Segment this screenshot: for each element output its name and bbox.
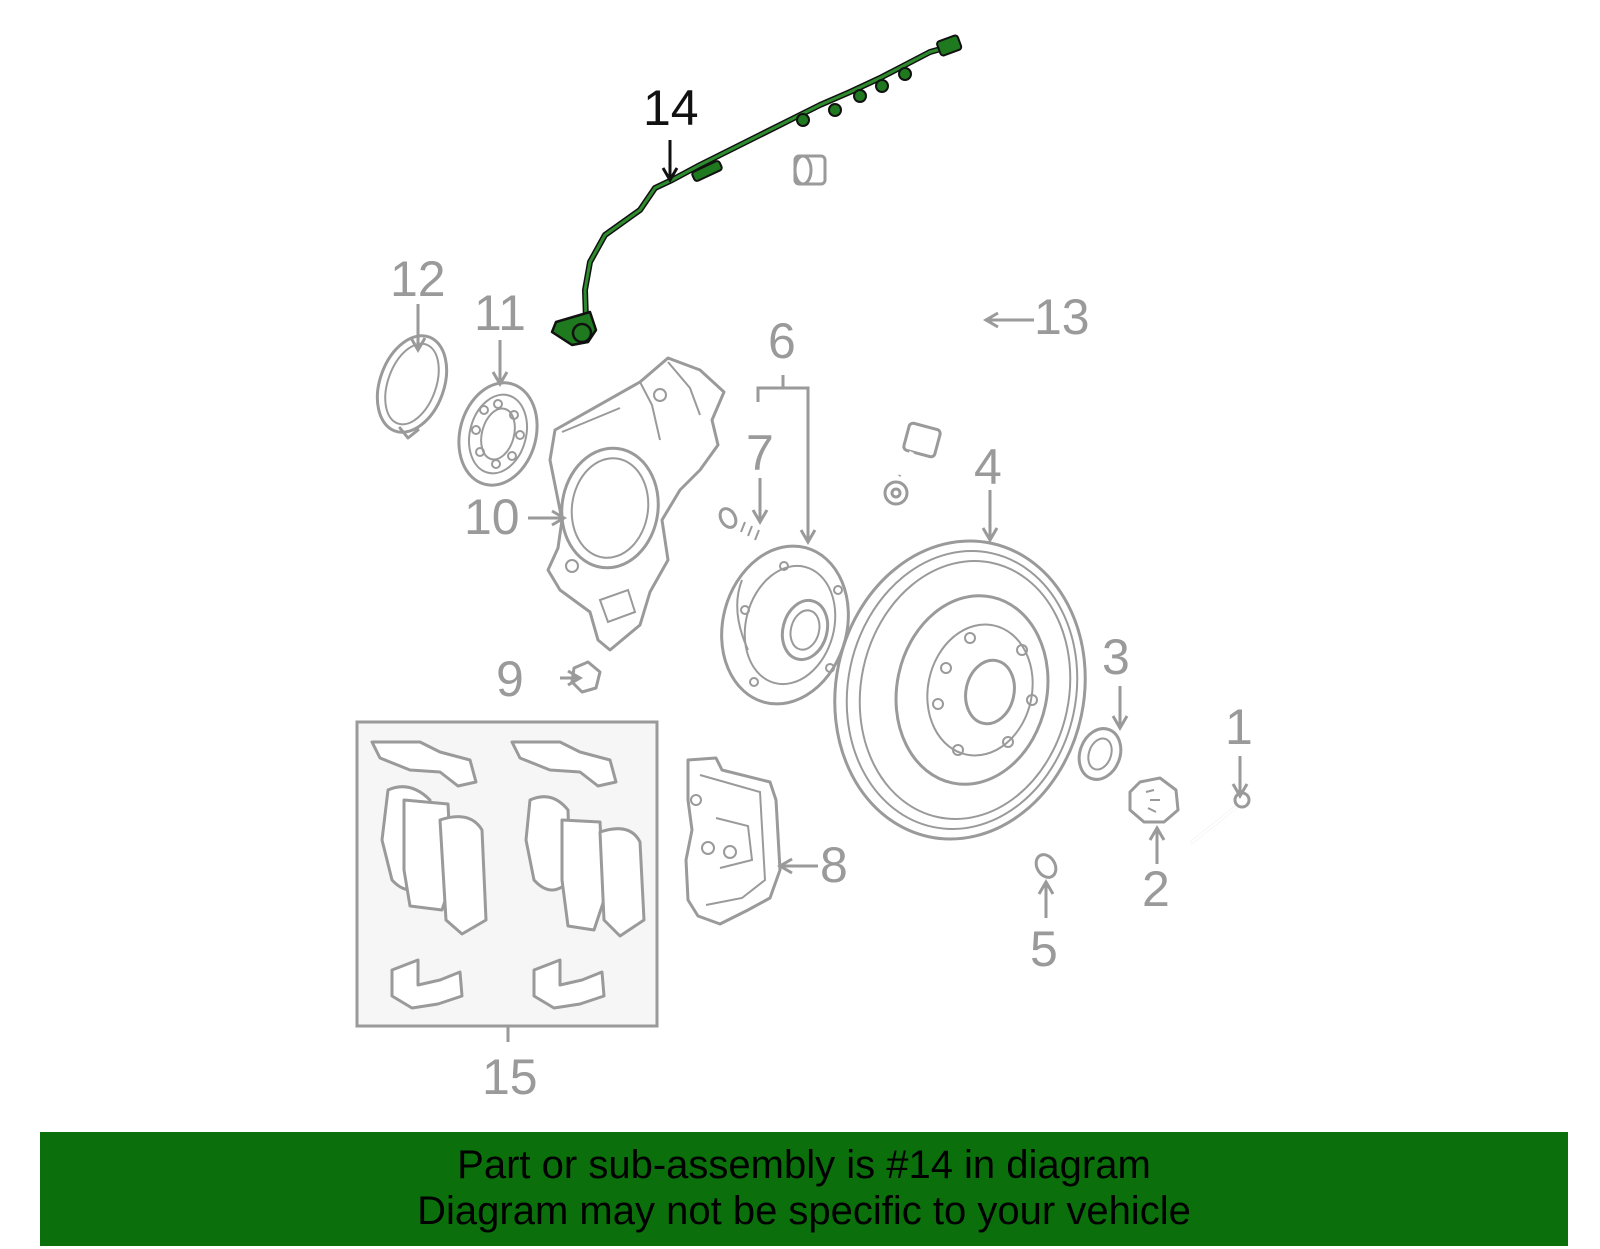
part-7-wheel-stud[interactable] (717, 506, 774, 544)
part-12-snap-ring[interactable] (365, 326, 459, 442)
part-14-speed-sensor[interactable] (550, 34, 963, 347)
callout-14: 14 (643, 80, 699, 136)
part-11-wheel-bearing[interactable] (448, 374, 548, 494)
part-1-cotter-pin[interactable] (1190, 791, 1251, 844)
callout-10: 10 (464, 489, 520, 545)
callout-9: 9 (496, 651, 524, 707)
parts-diagram: 14 12 11 13 6 7 4 10 9 3 1 8 2 5 15 (355, 34, 1253, 1105)
banner-line-disclaimer: Diagram may not be specific to your vehi… (417, 1189, 1191, 1233)
banner-line-part-info: Part or sub-assembly is #14 in diagram (457, 1143, 1151, 1187)
part-8-caliper[interactable] (684, 756, 782, 926)
info-banner: Part or sub-assembly is #14 in diagram D… (40, 1132, 1568, 1246)
part-4-brake-rotor[interactable] (808, 517, 1113, 862)
part-3-washer[interactable] (1072, 723, 1127, 786)
callout-6: 6 (768, 313, 796, 369)
callout-8: 8 (820, 837, 848, 893)
callout-11: 11 (474, 285, 526, 341)
callout-4: 4 (974, 439, 1002, 495)
callout-3: 3 (1102, 629, 1130, 685)
part-9-bolt[interactable] (570, 660, 629, 706)
leader-lines (409, 140, 1249, 1042)
callout-2: 2 (1142, 861, 1170, 917)
part-10-steering-knuckle[interactable] (546, 356, 726, 652)
part-2-axle-nut[interactable] (1128, 776, 1180, 824)
callout-12: 12 (390, 251, 446, 307)
callout-7: 7 (746, 425, 774, 481)
part-15-brake-pad-kit[interactable] (355, 720, 659, 1028)
part-13-brake-hose[interactable] (793, 153, 1025, 506)
callout-1: 1 (1225, 699, 1253, 755)
callout-15: 15 (482, 1049, 538, 1105)
part-6-wheel-hub[interactable] (704, 532, 865, 719)
part-5-screw[interactable] (1007, 843, 1060, 881)
callout-5: 5 (1030, 921, 1058, 977)
callout-13: 13 (1034, 289, 1090, 345)
